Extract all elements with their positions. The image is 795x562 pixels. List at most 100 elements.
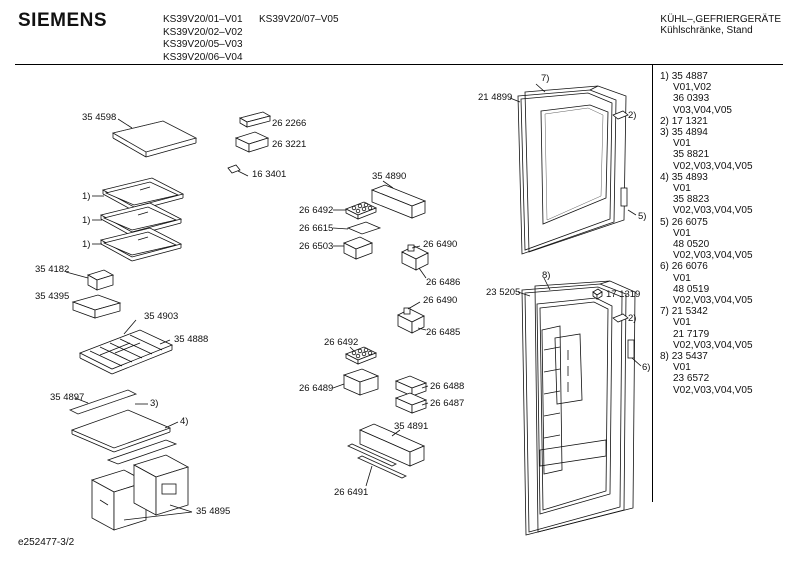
category-line: KÜHL–,GEFRIERGERÄTE <box>660 14 781 25</box>
glass-shelf <box>99 227 183 262</box>
category-line: Kühlschränke, Stand <box>660 25 753 36</box>
note-3: 3) 35 4894 <box>660 127 708 139</box>
ref-label: 6) <box>642 362 650 373</box>
freezer-door <box>517 85 628 255</box>
model-list-2: KS39V20/07–V05 <box>259 14 339 27</box>
part-label: 26 3221 <box>272 139 306 150</box>
door-box <box>394 392 428 414</box>
note-line: V01 <box>673 183 691 195</box>
part-label: 35 4888 <box>174 334 208 345</box>
part-label: 26 6490 <box>423 239 457 250</box>
wire-shelf <box>111 120 198 158</box>
note-8: 8) 23 5437 <box>660 351 708 363</box>
door-box <box>394 375 428 397</box>
note-4: 4) 35 4893 <box>660 171 708 183</box>
note-line: 21 7179 <box>673 328 710 340</box>
part-label: 26 6487 <box>430 398 464 409</box>
part-label: 26 6490 <box>423 295 457 306</box>
ref-label: 2) <box>628 313 636 324</box>
door-hinge-bottom <box>612 313 629 323</box>
drawing-id: e252477-3/2 <box>18 537 75 548</box>
model-number: KS39V20/06–V04 <box>163 51 243 63</box>
bottle-shelf <box>358 423 426 467</box>
part-label: 26 6492 <box>324 337 358 348</box>
note-line: V01,V02 <box>673 82 712 94</box>
notes-divider <box>652 65 653 502</box>
small-shelf-box <box>397 307 425 334</box>
part-label: 35 4395 <box>35 291 69 302</box>
note-line: V02,V03,V04,V05 <box>673 250 753 262</box>
part-label: 16 3401 <box>252 169 286 180</box>
model-number: KS39V20/02–V02 <box>163 26 243 38</box>
egg-tray <box>345 201 377 220</box>
model-number: KS39V20/05–V03 <box>163 39 243 50</box>
ref-label: 1) <box>82 191 90 202</box>
part-label: 26 2266 <box>272 118 306 129</box>
ref-label: 1) <box>82 215 90 226</box>
part-label: 35 4890 <box>372 171 406 182</box>
scraper <box>227 164 249 177</box>
part-label: 17 1319 <box>606 289 640 300</box>
note-6: 6) 26 6076 <box>660 261 708 273</box>
door-stopper <box>592 288 603 300</box>
crisper-glass-plate <box>70 409 178 465</box>
brand-logo: SIEMENS <box>18 10 108 31</box>
part-label: 35 4598 <box>82 112 116 123</box>
crisper-cover <box>79 329 174 375</box>
ref-label: 2) <box>628 110 636 121</box>
ice-box <box>234 131 270 153</box>
ref-label: 4) <box>180 416 188 427</box>
note-line: 48 0519 <box>673 283 710 295</box>
note-7: 7) 21 5342 <box>660 306 708 318</box>
egg-tray <box>345 346 377 365</box>
model-number: KS39V20/07–V05 <box>259 14 339 25</box>
note-line: V02,V03,V04,V05 <box>673 339 753 351</box>
note-line: V02,V03,V04,V05 <box>673 295 753 307</box>
part-label: 26 6615 <box>299 223 333 234</box>
category: KÜHL–,GEFRIERGERÄTE Kühlschränke, Stand <box>660 14 781 36</box>
note-line: V02,V03,V04,V05 <box>673 205 753 217</box>
door-shelf <box>370 184 427 219</box>
footnotes-panel: 1) 35 4887 V01,V02 36 0393 V03,V04,V05 2… <box>660 71 753 396</box>
note-line: V01 <box>673 227 691 239</box>
butter-lid <box>346 221 382 235</box>
part-label: 26 6492 <box>299 205 333 216</box>
model-list-1: KS39V20/01–V01 KS39V20/02–V02 KS39V20/05… <box>163 14 243 64</box>
door-hinge-top <box>612 110 629 120</box>
note-2: 2) 17 1321 <box>660 115 708 127</box>
note-line: V03,V04,V05 <box>673 104 732 116</box>
shelf-strip <box>68 389 138 415</box>
small-shelf-box <box>401 244 429 271</box>
ice-tray <box>238 111 272 128</box>
part-label: 26 6489 <box>299 383 333 394</box>
small-tray <box>86 269 115 291</box>
door-box <box>342 368 380 396</box>
part-label: 35 4897 <box>50 392 84 403</box>
part-label: 35 4891 <box>394 421 428 432</box>
note-line: 23 6572 <box>673 373 710 385</box>
ref-label: 7) <box>541 73 549 84</box>
part-label: 35 4182 <box>35 264 69 275</box>
butter-box <box>343 236 373 260</box>
part-label: 26 6485 <box>426 327 460 338</box>
note-1: 1) 35 4887 <box>660 71 708 82</box>
note-line: V02,V03,V04,V05 <box>673 384 753 396</box>
part-label: 35 4903 <box>144 311 178 322</box>
note-line: V01 <box>673 272 691 284</box>
note-line: 36 0393 <box>673 93 710 105</box>
note-line: V01 <box>673 138 691 150</box>
note-line: V01 <box>673 317 691 329</box>
bottle-holder <box>347 443 407 479</box>
note-line: 35 8823 <box>673 194 710 206</box>
part-label: 35 4895 <box>196 506 230 517</box>
part-label: 26 6488 <box>430 381 464 392</box>
part-label: 23 5205 <box>486 287 520 298</box>
note-line: 35 8821 <box>673 149 710 161</box>
refrigerator-door <box>521 280 636 536</box>
note-line: V01 <box>673 362 691 374</box>
model-number: KS39V20/01–V01 <box>163 14 243 25</box>
note-line: 48 0520 <box>673 239 710 251</box>
glass-shelf <box>99 202 183 237</box>
drawer-tray <box>71 294 122 319</box>
